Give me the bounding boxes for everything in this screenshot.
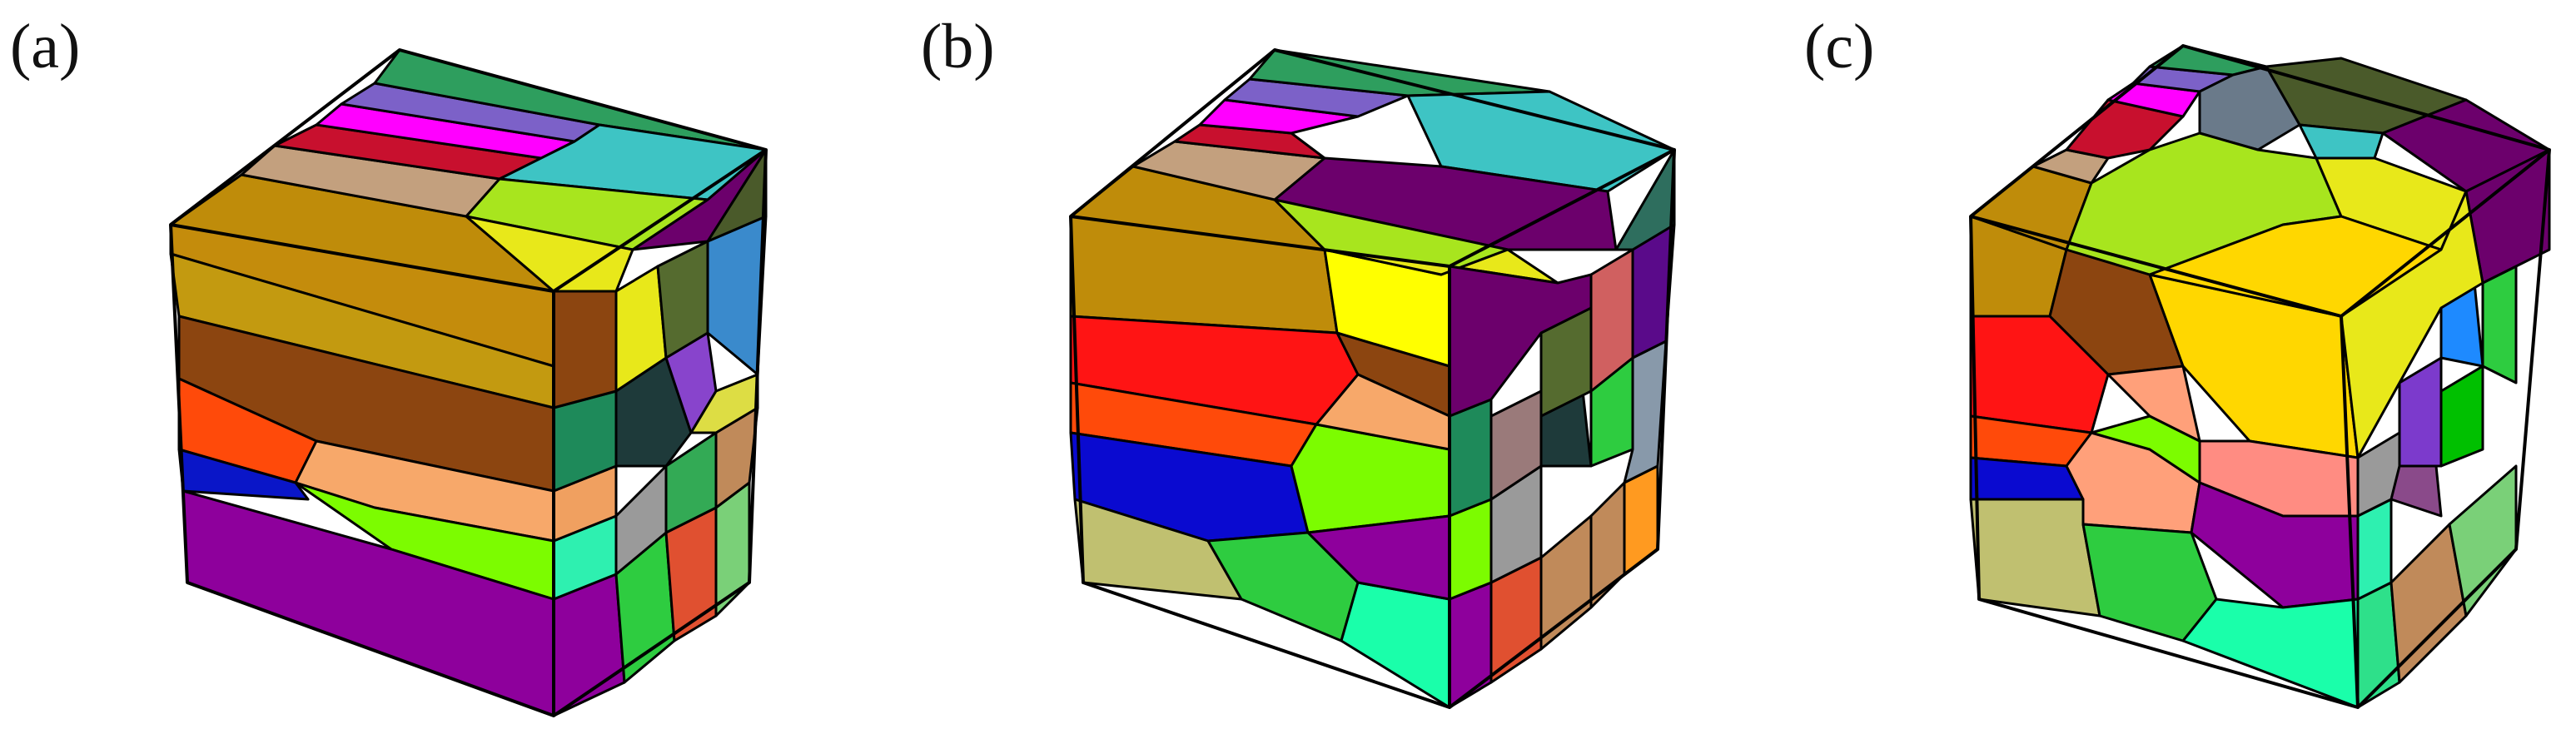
panel-a: (a) — [0, 0, 858, 734]
grain — [2439, 365, 2484, 468]
grain-cube-b — [1069, 48, 1676, 709]
cube-top-edge — [1449, 148, 1675, 268]
grain — [1614, 148, 1676, 251]
grain — [1448, 398, 1493, 518]
grain — [2181, 598, 2360, 709]
grain — [1539, 514, 1593, 651]
grain — [1969, 315, 2110, 434]
grain — [552, 290, 618, 409]
grain — [2356, 431, 2401, 518]
panel-c-label: (c) — [1804, 12, 1875, 82]
panel-b: (b) — [858, 0, 1717, 734]
panel-c: (c) — [1717, 0, 2575, 734]
grain — [2340, 190, 2484, 459]
grain — [1623, 464, 1659, 576]
panel-b-label: (b) — [921, 12, 995, 82]
cube-top-edge — [2340, 148, 2551, 318]
grain — [2065, 98, 2185, 160]
grain — [2481, 265, 2518, 384]
cube-outline — [1069, 48, 1676, 709]
grain — [2106, 365, 2201, 443]
grain — [1969, 498, 2101, 617]
grain — [1448, 265, 1593, 418]
grain — [1406, 90, 1676, 193]
cube-outline — [1969, 44, 2551, 709]
grain — [1448, 581, 1493, 709]
panel-a-label: (a) — [10, 12, 81, 82]
grain-cube-c — [1969, 44, 2551, 709]
grain-cube-a — [169, 48, 768, 717]
cube-top-edge — [552, 148, 768, 293]
cube-outline — [169, 48, 768, 717]
